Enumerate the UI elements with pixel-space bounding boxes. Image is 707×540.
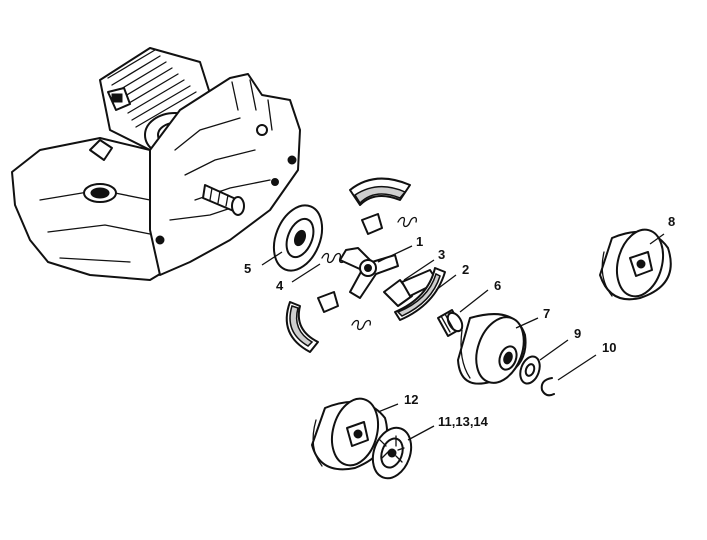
part-6-needle-bearing	[437, 309, 464, 337]
part-2-clutch-shoe	[394, 267, 446, 321]
callout-4: 4	[276, 278, 284, 293]
callout-6: 6	[494, 278, 501, 293]
callout-5: 5	[244, 261, 251, 276]
callout-2: 2	[462, 262, 469, 277]
leader-1	[377, 245, 413, 263]
leader-7	[515, 317, 539, 329]
callout-8: 8	[668, 214, 675, 229]
part-10-e-clip	[540, 377, 555, 397]
leader-4	[291, 263, 321, 283]
leader-8	[649, 233, 665, 245]
callout-3: 3	[438, 247, 445, 262]
leader-11-13-14	[407, 425, 435, 441]
part-11-13-14-rim-sprocket	[371, 426, 413, 480]
leader-10	[557, 354, 597, 381]
leader-6	[459, 289, 489, 313]
leader-5	[261, 251, 283, 266]
leader-3	[403, 259, 435, 281]
callout-9: 9	[574, 326, 581, 341]
callout-1: 1	[416, 234, 423, 249]
part-4-springs	[321, 216, 418, 331]
leader-12	[377, 403, 399, 413]
part-8-rim-drum	[599, 228, 672, 301]
part-7-clutch-drum	[457, 313, 527, 385]
callout-12: 12	[404, 392, 418, 407]
leader-2	[435, 274, 457, 291]
clutch-shoe-upper	[349, 177, 411, 235]
callout-11-13-14: 11,13,14	[438, 414, 489, 429]
clutch-shoe-lower	[285, 291, 339, 353]
part-5-washer-disc	[272, 204, 324, 272]
engine-block	[11, 47, 301, 281]
part-12-spur-drum	[311, 397, 388, 471]
leader-lines	[261, 233, 665, 441]
part-9-washer	[519, 355, 541, 385]
cooling-fins	[107, 49, 197, 128]
crankshaft-stub	[202, 184, 245, 216]
callout-7: 7	[543, 306, 550, 321]
leader-9	[539, 339, 569, 361]
callout-10: 10	[602, 340, 616, 355]
callout-labels: 1 2 3 4 5 6 7 8 9 10 12 11,13,14	[244, 214, 675, 429]
